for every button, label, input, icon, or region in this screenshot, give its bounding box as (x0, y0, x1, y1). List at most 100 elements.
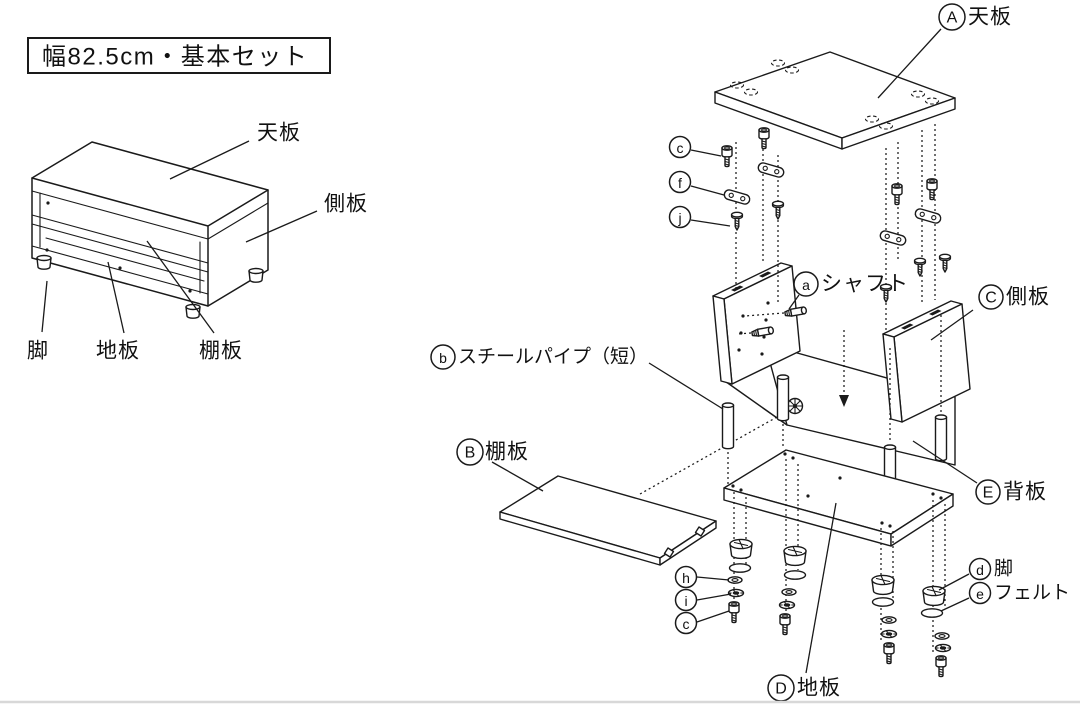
bracket-drawing (878, 229, 908, 247)
callout-letter: a (802, 277, 810, 293)
assembled-label-top-board: 天板 (169, 122, 301, 180)
assembled-cabinet-drawing (31, 141, 269, 319)
callout-letter: A (947, 10, 958, 27)
insert-arrow (839, 330, 849, 407)
spring-washer-drawing (934, 643, 952, 653)
label-text: 天板 (257, 122, 301, 145)
flat-screw-drawing (938, 253, 952, 273)
label-text: 棚板 (199, 340, 243, 363)
bottom-board-drawing (723, 449, 954, 547)
cabinet-leg-drawing (36, 254, 52, 270)
bracket-drawing (756, 161, 786, 179)
assembled-label-side-board: 側板 (245, 193, 368, 243)
cap-bolt-drawing (721, 145, 733, 168)
shaft-guide-dotted-line (744, 312, 785, 317)
callout-letter: e (976, 586, 984, 602)
leg-drawing (783, 545, 807, 567)
exploded-view: A 天板 c f j a シャフト C 側板 (430, 3, 1070, 702)
felt-pad-drawing (728, 563, 752, 573)
shelf-board-drawing (499, 475, 717, 566)
callout-letter: d (976, 562, 984, 578)
flat-screw-drawing (771, 200, 785, 220)
callout-steel-pipe: b スチールパイプ（短） (430, 344, 724, 410)
callout-text: スチールパイプ（短） (458, 346, 648, 368)
callout-text: 脚 (994, 558, 1013, 580)
steel-pipe-drawing (934, 414, 948, 462)
spring-washer-drawing (880, 629, 898, 639)
page-title: 幅82.5cm・基本セット (42, 44, 308, 71)
flat-screw-drawing (913, 257, 927, 277)
right-side-panel-drawing (882, 300, 971, 423)
steel-pipe-drawing (776, 374, 790, 422)
callout-text: 側板 (1006, 286, 1050, 309)
callout-felt: e フェルト (940, 581, 1070, 612)
cap-bolt-drawing (891, 183, 903, 206)
washer-drawing (934, 632, 950, 640)
callout-letter: j (677, 210, 681, 226)
shelf-guide-dotted-line (639, 407, 794, 495)
callout-text: フェルト (994, 583, 1070, 604)
callout-shelf-board: B 棚板 (456, 438, 544, 492)
callout-text: 棚板 (485, 441, 529, 464)
mid-dotted-guides (727, 315, 942, 484)
washer-drawing (727, 576, 743, 584)
washer-drawing (781, 588, 797, 596)
callout-letter: c (677, 140, 684, 156)
callout-letter: h (682, 570, 690, 586)
callout-letter: C (985, 290, 997, 307)
cap-bolt-drawing (883, 642, 895, 665)
assembled-label-leg: 脚 (27, 280, 49, 363)
callout-text: シャフト (821, 273, 909, 296)
assembled-view: 天板 側板 脚 地板 棚板 (27, 122, 368, 363)
label-text: 側板 (324, 193, 368, 216)
leg-drawing (729, 538, 753, 560)
washer-drawing (881, 616, 897, 624)
cap-bolt-drawing (758, 127, 770, 150)
callout-letter: f (678, 175, 682, 191)
callout-cap-bolt-bottom: c (674, 610, 730, 635)
callout-washer: h (674, 565, 730, 589)
felt-pad-drawing (783, 570, 807, 580)
callout-bracket: f (668, 170, 725, 196)
callout-letter: c (683, 616, 690, 632)
shaft-guide-dotted-line (737, 332, 752, 335)
steel-pipe-drawing (721, 402, 735, 450)
cap-bolt-drawing (926, 178, 938, 201)
callout-letter: E (983, 485, 994, 502)
cap-bolt-drawing (779, 613, 791, 636)
label-text: 脚 (27, 340, 49, 363)
top-board-drawing (714, 51, 956, 150)
callout-text: 地板 (797, 677, 841, 700)
assembled-label-shelf-board: 棚板 (146, 240, 243, 363)
cap-bolt-drawing (728, 601, 740, 624)
callout-letter: b (439, 350, 447, 366)
callout-letter: D (775, 681, 787, 698)
callout-back-board: E 背板 (912, 440, 1047, 505)
cam-lock-drawing (786, 397, 804, 415)
callout-letter: B (465, 445, 476, 462)
spring-washer-drawing (727, 588, 745, 598)
callout-flat-screw: j (668, 205, 731, 229)
callout-letter: i (684, 593, 687, 609)
assembled-label-bottom-board: 地板 (96, 261, 140, 363)
callout-top-board: A 天板 (877, 3, 1012, 99)
bracket-drawing (913, 207, 943, 225)
callout-spring-washer: i (674, 588, 732, 612)
callout-shaft: a シャフト (788, 271, 909, 310)
callout-leg: d 脚 (938, 558, 1013, 591)
cap-bolt-drawing (935, 655, 947, 678)
spring-washer-drawing (778, 600, 796, 610)
label-text: 地板 (96, 340, 140, 363)
callout-text: 背板 (1003, 481, 1047, 504)
bracket-drawing (722, 188, 752, 206)
flat-screw-drawing (730, 211, 744, 231)
felt-pad-drawing (920, 608, 944, 618)
cabinet-leg-drawing (248, 267, 264, 283)
callout-side-board: C 側板 (930, 284, 1050, 341)
callout-text: 天板 (968, 6, 1012, 29)
leg-drawing (871, 574, 895, 596)
felt-pad-drawing (871, 597, 895, 607)
callout-bottom-board: D 地板 (767, 502, 841, 702)
